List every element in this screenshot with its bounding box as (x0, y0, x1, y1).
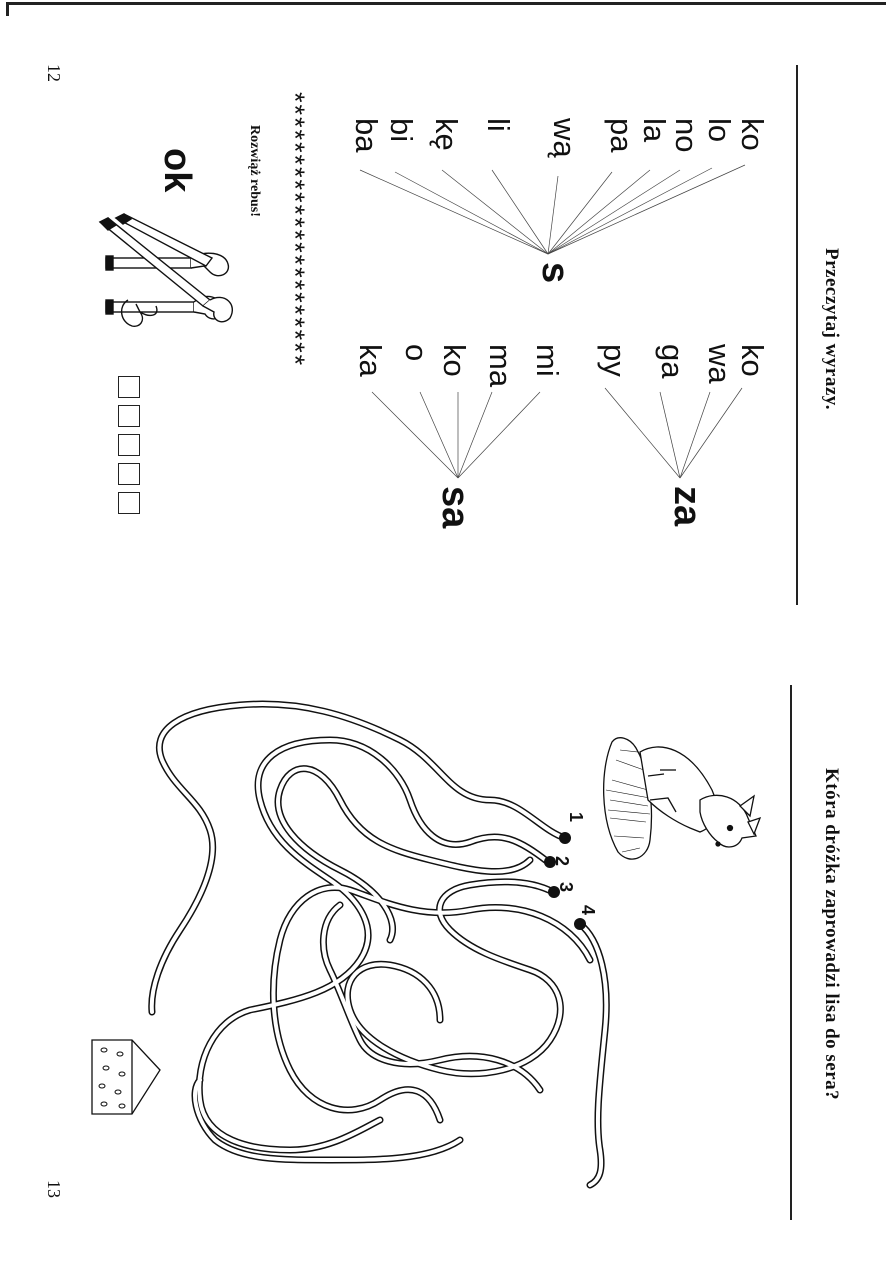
maze-start-dot-4[interactable] (574, 918, 586, 930)
maze-path-number-1: 1 (566, 812, 586, 823)
maze-path-number-3: 3 (556, 882, 576, 893)
maze-start-dot-1[interactable] (559, 832, 571, 844)
reading-section-rule (796, 65, 798, 605)
rebus-answer-box-1[interactable] (118, 376, 140, 398)
maze-path-number-2: 2 (552, 856, 572, 867)
rebus-answer-box-2[interactable] (118, 405, 140, 427)
maze-start-dot-3[interactable] (548, 886, 560, 898)
maze-path-number-4: 4 (578, 905, 598, 916)
rebus-answer-box-5[interactable] (118, 492, 140, 514)
scan-corner-mark (6, 2, 9, 16)
maze-start-dot-2[interactable] (544, 856, 556, 868)
scan-edge-line (6, 2, 886, 5)
rebus-answer-box-4[interactable] (118, 463, 140, 485)
maze-section-rule (790, 685, 792, 1220)
rebus-answer-box-3[interactable] (118, 434, 140, 456)
